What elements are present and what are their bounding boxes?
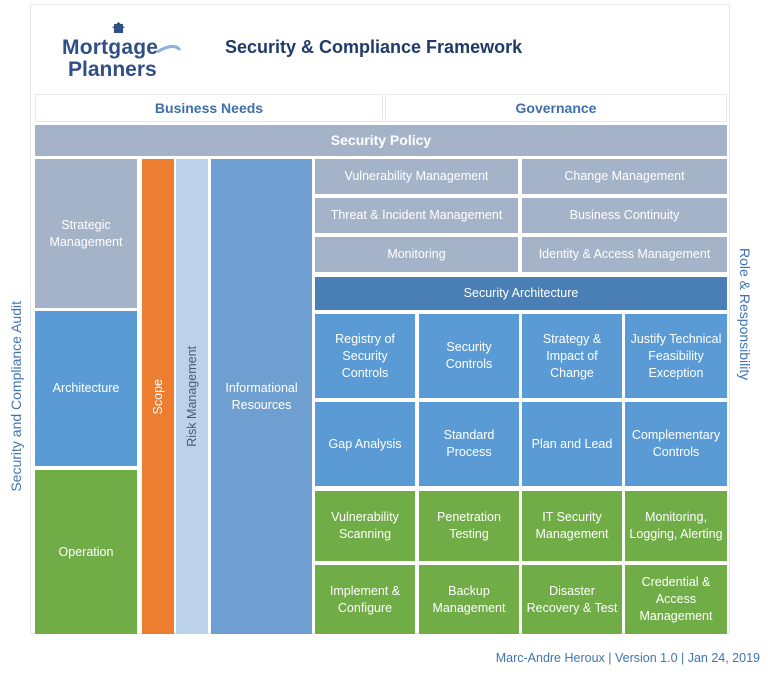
disaster-recovery-test-cell: Disaster Recovery & Test [522, 565, 622, 634]
logo-text-line1: Mortgage [62, 36, 159, 59]
security-compliance-audit-side: Security and Compliance Audit [4, 159, 28, 634]
identity-access-management-cell: Identity & Access Management [522, 237, 727, 272]
operation-block: Operation [35, 470, 137, 634]
plan-and-lead-cell: Plan and Lead [522, 402, 622, 486]
footer-credit: Marc-Andre Heroux | Version 1.0 | Jan 24… [495, 651, 760, 665]
registry-security-controls-cell: Registry of Security Controls [315, 314, 415, 398]
justify-technical-feasibility-cell: Justify Technical Feasibility Exception [625, 314, 727, 398]
monitoring-cell: Monitoring [315, 237, 518, 272]
risk-management-bar: Risk Management [176, 159, 208, 634]
page-title: Security & Compliance Framework [225, 37, 523, 57]
backup-management-cell: Backup Management [419, 565, 519, 634]
standard-process-cell: Standard Process [419, 402, 519, 486]
penetration-testing-cell: Penetration Testing [419, 491, 519, 561]
architecture-block: Architecture [35, 311, 137, 466]
role-responsibility-label: Role & Responsibility [737, 247, 753, 381]
risk-management-label: Risk Management [184, 346, 199, 447]
scope-label: Scope [150, 378, 165, 415]
role-responsibility-side: Role & Responsibility [733, 159, 757, 469]
security-compliance-audit-label: Security and Compliance Audit [8, 301, 24, 492]
strategy-impact-change-cell: Strategy & Impact of Change [522, 314, 622, 398]
business-needs-header: Business Needs [35, 94, 383, 122]
governance-header: Governance [385, 94, 727, 122]
security-policy-bar: Security Policy [35, 125, 727, 156]
house-logo-icon [112, 22, 182, 54]
informational-resources-block: Informational Resources [211, 159, 312, 634]
vulnerability-management-cell: Vulnerability Management [315, 159, 518, 194]
security-architecture-bar: Security Architecture [315, 277, 727, 310]
business-continuity-cell: Business Continuity [522, 198, 727, 233]
strategic-management-block: Strategic Management [35, 159, 137, 308]
logo: Mortgage Planners [62, 22, 182, 82]
it-security-management-cell: IT Security Management [522, 491, 622, 561]
scope-bar: Scope [142, 159, 174, 634]
security-controls-cell: Security Controls [419, 314, 519, 398]
credential-access-management-cell: Credential & Access Management [625, 565, 727, 634]
gap-analysis-cell: Gap Analysis [315, 402, 415, 486]
vulnerability-scanning-cell: Vulnerability Scanning [315, 491, 415, 561]
logo-text-line2: Planners [68, 58, 157, 81]
monitoring-logging-alerting-cell: Monitoring, Logging, Alerting [625, 491, 727, 561]
complementary-controls-cell: Complementary Controls [625, 402, 727, 486]
implement-configure-cell: Implement & Configure [315, 565, 415, 634]
threat-incident-management-cell: Threat & Incident Management [315, 198, 518, 233]
change-management-cell: Change Management [522, 159, 727, 194]
